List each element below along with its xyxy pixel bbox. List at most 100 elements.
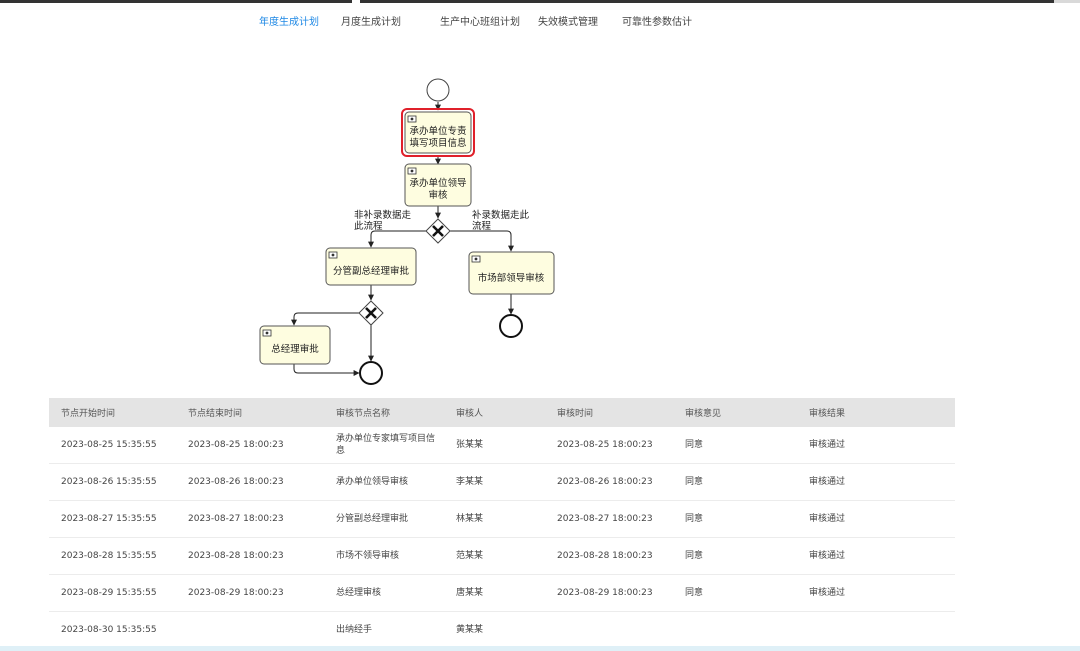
cell-reviewer: 张某某	[444, 427, 545, 464]
edge-label-supplement-1: 补录数据走此	[472, 209, 530, 221]
cell-start-time: 2023-08-29 15:35:55	[49, 574, 176, 612]
cell-node-name: 承办单位专家填写项目信息	[324, 427, 444, 464]
exclusive-gateway-1[interactable]	[425, 218, 451, 244]
exclusive-gateway-2[interactable]	[358, 300, 384, 326]
top-bar	[0, 0, 1080, 6]
cell-node-name: 承办单位领导审核	[324, 463, 444, 501]
cell-review-time	[545, 611, 673, 649]
col-header-opinion: 审核意见	[673, 398, 797, 427]
task-highlight	[401, 108, 475, 157]
cell-opinion: 同意	[673, 500, 797, 538]
table-row[interactable]: 2023-08-29 15:35:55 2023-08-29 18:00:23 …	[49, 574, 955, 612]
task-unit-leader[interactable]: 承办单位领导 审核	[404, 163, 472, 207]
cell-review-time: 2023-08-25 18:00:23	[545, 427, 673, 464]
tab-monthly-plan[interactable]: 月度生成计划	[341, 17, 401, 28]
cell-end-time: 2023-08-27 18:00:23	[176, 500, 324, 538]
cell-end-time: 2023-08-26 18:00:23	[176, 463, 324, 501]
user-icon-dot	[410, 169, 414, 173]
edge-gateway-to-deputy	[368, 230, 426, 248]
task-deputy-gm[interactable]: 分管副总经理审批	[325, 247, 417, 286]
cell-result: 审核通过	[797, 537, 955, 575]
x-icon	[432, 225, 444, 237]
approval-table-wrap: 节点开始时间 节点结束时间 审核节点名称 审核人 审核时间 审核意见 审核结果 …	[49, 398, 955, 649]
table-row[interactable]: 2023-08-25 15:35:55 2023-08-25 18:00:23 …	[49, 427, 955, 464]
col-header-review-time: 审核时间	[545, 398, 673, 427]
cell-start-time: 2023-08-27 15:35:55	[49, 500, 176, 538]
tab-reliability[interactable]: 可靠性参数估计	[622, 17, 692, 28]
cell-node-name: 市场不领导审核	[324, 537, 444, 575]
cell-start-time: 2023-08-26 15:35:55	[49, 463, 176, 501]
edges	[291, 102, 514, 376]
table-header-row: 节点开始时间 节点结束时间 审核节点名称 审核人 审核时间 审核意见 审核结果	[49, 398, 955, 427]
cell-opinion: 同意	[673, 537, 797, 575]
cell-result: 审核通过	[797, 574, 955, 612]
cell-start-time: 2023-08-25 15:35:55	[49, 427, 176, 464]
edge-gateway-to-gm	[291, 312, 359, 326]
user-icon-dot	[265, 331, 269, 335]
cell-review-time: 2023-08-28 18:00:23	[545, 537, 673, 575]
task-deputy-gm-label: 分管副总经理审批	[333, 265, 410, 277]
end-event-market[interactable]	[499, 314, 523, 338]
tab-failure-mode[interactable]: 失效模式管理	[538, 17, 598, 28]
cell-opinion: 同意	[673, 574, 797, 612]
edge-gm-to-end	[293, 364, 360, 376]
cell-node-name: 总经理审核	[324, 574, 444, 612]
cell-start-time: 2023-08-28 15:35:55	[49, 537, 176, 575]
task-gm-label: 总经理审批	[271, 343, 319, 355]
cell-end-time: 2023-08-25 18:00:23	[176, 427, 324, 464]
cell-reviewer: 林某某	[444, 500, 545, 538]
cell-result: 审核通过	[797, 463, 955, 501]
table-row[interactable]: 2023-08-28 15:35:55 2023-08-28 18:00:23 …	[49, 537, 955, 575]
user-icon-dot	[474, 257, 478, 261]
edge-label-supplement-2: 流程	[472, 220, 492, 232]
task-gm[interactable]: 总经理审批	[259, 325, 331, 365]
tab-annual-plan[interactable]: 年度生成计划	[259, 17, 319, 28]
cell-end-time: 2023-08-28 18:00:23	[176, 537, 324, 575]
edge-gateway-to-market	[450, 230, 514, 252]
col-header-reviewer: 审核人	[444, 398, 545, 427]
task-unit-leader-label-1: 承办单位领导	[409, 177, 466, 189]
task-market-leader[interactable]: 市场部领导审核	[468, 251, 555, 295]
col-header-start-time: 节点开始时间	[49, 398, 176, 427]
end-event-main[interactable]	[359, 361, 383, 385]
edge-label-non-supplement-1: 非补录数据走	[354, 209, 412, 221]
col-header-result: 审核结果	[797, 398, 955, 427]
col-header-node-name: 审核节点名称	[324, 398, 444, 427]
cell-node-name: 分管副总经理审批	[324, 500, 444, 538]
task-market-leader-label: 市场部领导审核	[478, 272, 545, 284]
cell-review-time: 2023-08-27 18:00:23	[545, 500, 673, 538]
start-event[interactable]	[426, 78, 450, 102]
workflow-diagram: 承办单位专责 填写项目信息 承办单位领导 审核 非补录数据走 此流程 补录数据走…	[259, 78, 555, 385]
task-unit-staff-label-1: 承办单位专责	[409, 125, 466, 137]
table-row[interactable]: 2023-08-26 15:35:55 2023-08-26 18:00:23 …	[49, 463, 955, 501]
tab-team-plan[interactable]: 生产中心班组计划	[440, 17, 520, 28]
task-unit-leader-label-2: 审核	[428, 189, 448, 201]
cell-reviewer: 黄某某	[444, 611, 545, 649]
cell-result: 审核通过	[797, 500, 955, 538]
task-unit-staff[interactable]: 承办单位专责 填写项目信息	[401, 108, 475, 157]
col-header-end-time: 节点结束时间	[176, 398, 324, 427]
bottom-strip	[0, 646, 1080, 651]
cell-end-time: 2023-08-29 18:00:23	[176, 574, 324, 612]
edge-label-non-supplement-2: 此流程	[354, 220, 383, 232]
top-bar-notch	[352, 0, 360, 6]
table-row[interactable]: 2023-08-30 15:35:55 出纳经手 黄某某	[49, 611, 955, 649]
cell-review-time: 2023-08-29 18:00:23	[545, 574, 673, 612]
cell-reviewer: 李某某	[444, 463, 545, 501]
cell-start-time: 2023-08-30 15:35:55	[49, 611, 176, 649]
user-icon-dot	[410, 117, 414, 121]
tab-bar: 年度生成计划 月度生成计划 生产中心班组计划 失效模式管理 可靠性参数估计	[0, 13, 1080, 29]
cell-opinion: 同意	[673, 463, 797, 501]
user-icon-dot	[331, 253, 335, 257]
cell-end-time	[176, 611, 324, 649]
x-icon	[365, 307, 377, 319]
table-row[interactable]: 2023-08-27 15:35:55 2023-08-27 18:00:23 …	[49, 500, 955, 538]
top-bar-left	[0, 0, 352, 3]
cell-opinion: 同意	[673, 427, 797, 464]
cell-result	[797, 611, 955, 649]
cell-result: 审核通过	[797, 427, 955, 464]
cell-reviewer: 范某某	[444, 537, 545, 575]
cell-node-name: 出纳经手	[324, 611, 444, 649]
task-unit-staff-label-2: 填写项目信息	[409, 137, 466, 149]
cell-review-time: 2023-08-26 18:00:23	[545, 463, 673, 501]
